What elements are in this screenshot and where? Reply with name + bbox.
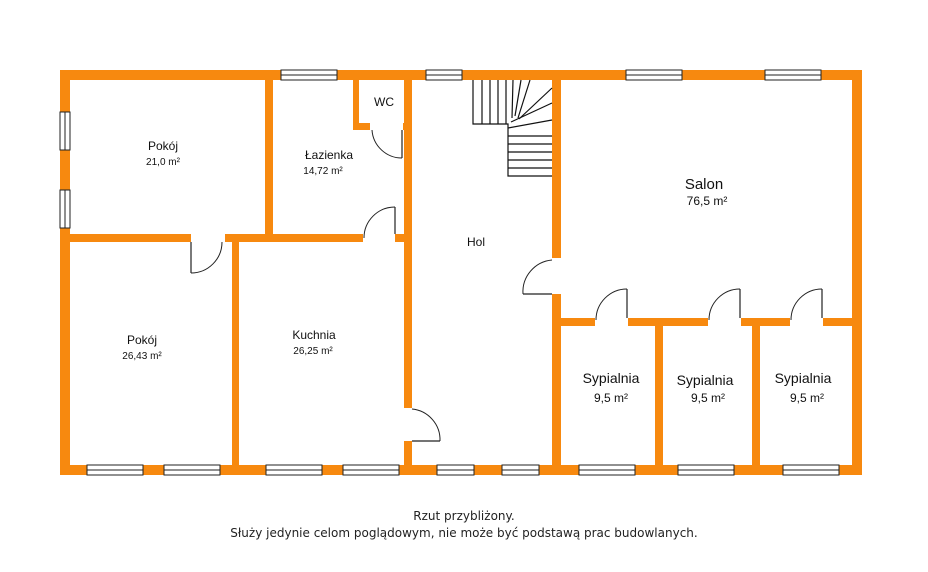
wall-horizontal-mid-left (70, 234, 410, 242)
window-bottom-5 (436, 464, 475, 476)
door-lazienka (363, 206, 396, 239)
room-name-hol: Hol (467, 235, 485, 249)
room-area-pokoj-top: 21,0 m² (146, 157, 181, 168)
room-area-pokoj-bottom: 26,43 m² (122, 351, 162, 362)
door-sypialnia-1 (595, 288, 628, 321)
window-left-2 (59, 189, 71, 229)
room-area-sypialnia-2: 9,5 m² (691, 391, 725, 405)
window-bottom-6 (501, 464, 540, 476)
room-area-sypialnia-3: 9,5 m² (790, 391, 824, 405)
floor-plan: Pokój 21,0 m² Łazienka 14,72 m² WC Hol S… (59, 69, 862, 476)
staircase (472, 79, 553, 177)
door-hol-salon (522, 259, 553, 295)
disclaimer: Rzut przybliżony. Służy jedynie celom po… (0, 508, 928, 542)
door-wc (371, 129, 403, 159)
door-openings (191, 122, 823, 441)
room-name-salon: Salon (685, 176, 723, 193)
window-left-1 (59, 111, 71, 151)
disclaimer-line-1: Rzut przybliżony. (413, 509, 515, 523)
outer-wall-right (852, 70, 862, 475)
wall-sypialnia-1-2 (655, 326, 663, 465)
room-name-wc: WC (374, 95, 394, 109)
door-sypialnia-2 (708, 288, 741, 321)
room-area-lazienka: 14,72 m² (303, 166, 343, 177)
wall-pokoj-kuchnia (232, 242, 239, 465)
door-pokoj-top (190, 241, 223, 274)
room-area-kuchnia: 26,25 m² (293, 346, 333, 357)
window-bottom-8 (677, 464, 735, 476)
room-labels: Pokój 21,0 m² Łazienka 14,72 m² WC Hol S… (122, 95, 831, 405)
room-name-kuchnia: Kuchnia (292, 328, 336, 342)
wall-sypialnia-2-3 (752, 326, 760, 465)
window-top-hol (425, 69, 463, 81)
room-area-salon: 76,5 m² (687, 194, 728, 208)
window-bottom-4 (342, 464, 400, 476)
windows (59, 69, 840, 476)
disclaimer-line-2: Służy jedynie celom poglądowym, nie może… (230, 526, 698, 540)
room-name-pokoj-bottom: Pokój (127, 333, 157, 347)
wall-pokoj-lazienka (265, 80, 273, 240)
window-top-salon-1 (625, 69, 683, 81)
door-sypialnia-3 (790, 288, 823, 321)
walls (60, 70, 862, 475)
room-name-sypialnia-3: Sypialnia (775, 370, 832, 386)
window-bottom-2 (163, 464, 221, 476)
room-name-sypialnia-1: Sypialnia (583, 370, 640, 386)
wall-salon-bottom (561, 318, 852, 326)
wall-wc-left (353, 80, 359, 130)
window-bottom-9 (782, 464, 840, 476)
outer-wall-left (60, 70, 70, 475)
doors (190, 129, 823, 442)
window-bottom-1 (86, 464, 144, 476)
room-name-pokoj-top: Pokój (148, 139, 178, 153)
window-bottom-3 (265, 464, 323, 476)
door-entrance (411, 408, 441, 442)
wall-hol-left (404, 80, 412, 465)
window-top-salon-2 (764, 69, 822, 81)
window-top-lazienka (280, 69, 338, 81)
room-name-lazienka: Łazienka (305, 148, 353, 162)
room-area-sypialnia-1: 9,5 m² (594, 391, 628, 405)
window-bottom-7 (578, 464, 636, 476)
room-name-sypialnia-2: Sypialnia (677, 372, 734, 388)
